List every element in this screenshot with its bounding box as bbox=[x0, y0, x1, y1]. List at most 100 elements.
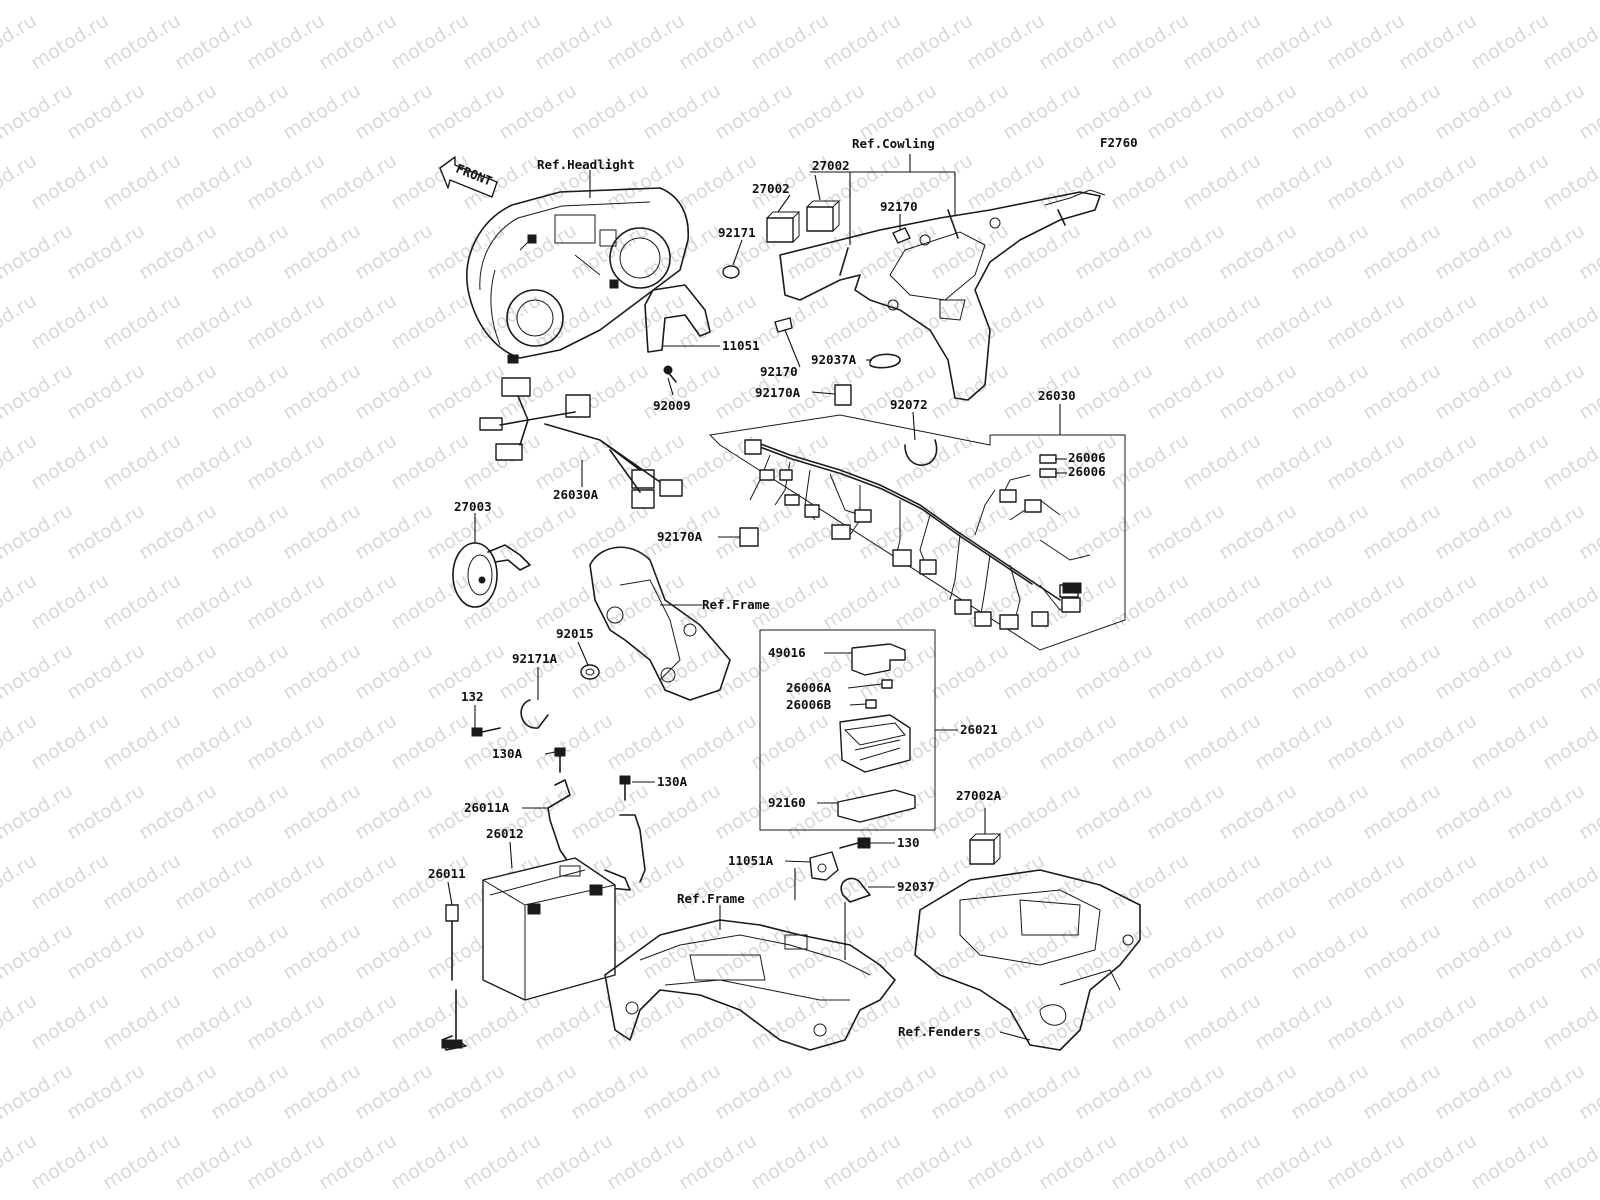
part-label-92171A: 92171A bbox=[512, 651, 558, 666]
watermark-text: motod.ru bbox=[63, 0, 149, 4]
watermark-text: motod.ru bbox=[1143, 919, 1229, 984]
watermark-text: motod.ru bbox=[351, 79, 437, 144]
watermark-text: motod.ru bbox=[711, 79, 797, 144]
watermark-text: motod.ru bbox=[315, 709, 401, 774]
watermark-text: motod.ru bbox=[927, 1059, 1013, 1124]
watermark-text: motod.ru bbox=[1467, 709, 1553, 774]
watermark-text: motod.ru bbox=[387, 289, 473, 354]
watermark-text: motod.ru bbox=[207, 79, 293, 144]
watermark-text: motod.ru bbox=[819, 9, 905, 74]
part-label-11051A: 11051A bbox=[728, 853, 774, 868]
watermark-text: motod.ru bbox=[135, 499, 221, 564]
watermark-text: motod.ru bbox=[1467, 289, 1553, 354]
part-label-26012: 26012 bbox=[486, 826, 524, 841]
watermark-text: motod.ru bbox=[351, 219, 437, 284]
watermark-text: motod.ru bbox=[819, 289, 905, 354]
ref-frame-lower-label: Ref.Frame bbox=[677, 891, 745, 906]
watermark-text: motod.ru bbox=[1107, 849, 1193, 914]
watermark-text: motod.ru bbox=[963, 989, 1049, 1054]
watermark-text: motod.ru bbox=[1359, 499, 1445, 564]
watermark-text: motod.ru bbox=[747, 429, 833, 494]
watermark-text: motod.ru bbox=[1071, 1059, 1157, 1124]
part-label-26030A: 26030A bbox=[553, 487, 599, 502]
watermark-text: motod.ru bbox=[747, 9, 833, 74]
watermark-text: motod.ru bbox=[243, 9, 329, 74]
watermark-text: motod.ru bbox=[1431, 499, 1517, 564]
main-harness-26030 bbox=[708, 414, 1126, 651]
watermark-text: motod.ru bbox=[999, 499, 1085, 564]
watermark-text: motod.ru bbox=[927, 359, 1013, 424]
watermark-text: motod.ru bbox=[423, 219, 509, 284]
watermark-text: motod.ru bbox=[963, 149, 1049, 214]
watermark-text: motod.ru bbox=[1395, 429, 1481, 494]
fuse-26006-a bbox=[1039, 454, 1057, 464]
watermark-text: motod.ru bbox=[999, 779, 1085, 844]
watermark-text: motod.ru bbox=[459, 9, 545, 74]
fuse-26006-b bbox=[1039, 468, 1057, 478]
watermark-text: motod.ru bbox=[1035, 1129, 1121, 1194]
watermark-text: motod.ru bbox=[1179, 569, 1265, 634]
watermark-text: motod.ru bbox=[1431, 919, 1517, 984]
watermark-text: motod.ru bbox=[1503, 639, 1589, 704]
watermark-text: motod.ru bbox=[1539, 849, 1600, 914]
watermark-text: motod.ru bbox=[1287, 359, 1373, 424]
watermark-text: motod.ru bbox=[783, 0, 869, 4]
watermark-text: motod.ru bbox=[171, 569, 257, 634]
watermark-text: motod.ru bbox=[567, 779, 653, 844]
watermark-text: motod.ru bbox=[927, 639, 1013, 704]
watermark-text: motod.ru bbox=[603, 709, 689, 774]
watermark-text: motod.ru bbox=[27, 1129, 113, 1194]
watermark-text: motod.ru bbox=[783, 1059, 869, 1124]
watermark-text: motod.ru bbox=[999, 1059, 1085, 1124]
watermark-text: motod.ru bbox=[1359, 359, 1445, 424]
watermark-text: motod.ru bbox=[243, 849, 329, 914]
watermark-text: motod.ru bbox=[1395, 9, 1481, 74]
watermark-text: motod.ru bbox=[1107, 569, 1193, 634]
frame-section-upper bbox=[589, 546, 731, 701]
watermark-text: motod.ru bbox=[351, 1059, 437, 1124]
watermark-text: motod.ru bbox=[1179, 849, 1265, 914]
watermark-text: motod.ru bbox=[1107, 9, 1193, 74]
watermark-text: motod.ru bbox=[495, 0, 581, 4]
watermark-text: motod.ru bbox=[279, 79, 365, 144]
watermark-text: motod.ru bbox=[1395, 289, 1481, 354]
watermark-text: motod.ru bbox=[63, 359, 149, 424]
watermark-text: motod.ru bbox=[1323, 989, 1409, 1054]
watermark-text: motod.ru bbox=[279, 359, 365, 424]
watermark-text: motod.ru bbox=[0, 79, 77, 144]
watermark-text: motod.ru bbox=[0, 919, 77, 984]
watermark-text: motod.ru bbox=[1251, 569, 1337, 634]
watermark-text: motod.ru bbox=[1359, 0, 1445, 4]
ref-headlight-label: Ref.Headlight bbox=[537, 157, 635, 172]
watermark-text: motod.ru bbox=[315, 9, 401, 74]
watermark-text: motod.ru bbox=[567, 499, 653, 564]
watermark-text: motod.ru bbox=[279, 499, 365, 564]
watermark-text: motod.ru bbox=[963, 1129, 1049, 1194]
watermark-text: motod.ru bbox=[819, 1129, 905, 1194]
watermark-text: motod.ru bbox=[135, 79, 221, 144]
watermark-text: motod.ru bbox=[1503, 779, 1589, 844]
part-label-92160: 92160 bbox=[768, 795, 806, 810]
bracket-11051 bbox=[644, 284, 711, 353]
watermark-text: motod.ru bbox=[1395, 989, 1481, 1054]
watermark-text: motod.ru bbox=[1107, 709, 1193, 774]
watermark-text: motod.ru bbox=[1143, 779, 1229, 844]
watermark-text: motod.ru bbox=[1323, 9, 1409, 74]
fastener-92170-b bbox=[774, 317, 793, 333]
watermark-text: motod.ru bbox=[27, 569, 113, 634]
watermark-text: motod.ru bbox=[1251, 289, 1337, 354]
watermark-text: motod.ru bbox=[1431, 639, 1517, 704]
ref-cowling-label: Ref.Cowling bbox=[852, 136, 935, 151]
watermark-text: motod.ru bbox=[531, 1129, 617, 1194]
watermark-text: motod.ru bbox=[171, 149, 257, 214]
watermark-text: motod.ru bbox=[351, 919, 437, 984]
watermark-text: motod.ru bbox=[459, 709, 545, 774]
watermark-text: motod.ru bbox=[675, 709, 761, 774]
watermark-text: motod.ru bbox=[1035, 709, 1121, 774]
watermark-text: motod.ru bbox=[99, 989, 185, 1054]
watermark-text: motod.ru bbox=[27, 989, 113, 1054]
watermark-text: motod.ru bbox=[243, 709, 329, 774]
watermark-text: motod.ru bbox=[315, 1129, 401, 1194]
part-label-27003: 27003 bbox=[454, 499, 492, 514]
watermark-text: motod.ru bbox=[1287, 0, 1373, 4]
